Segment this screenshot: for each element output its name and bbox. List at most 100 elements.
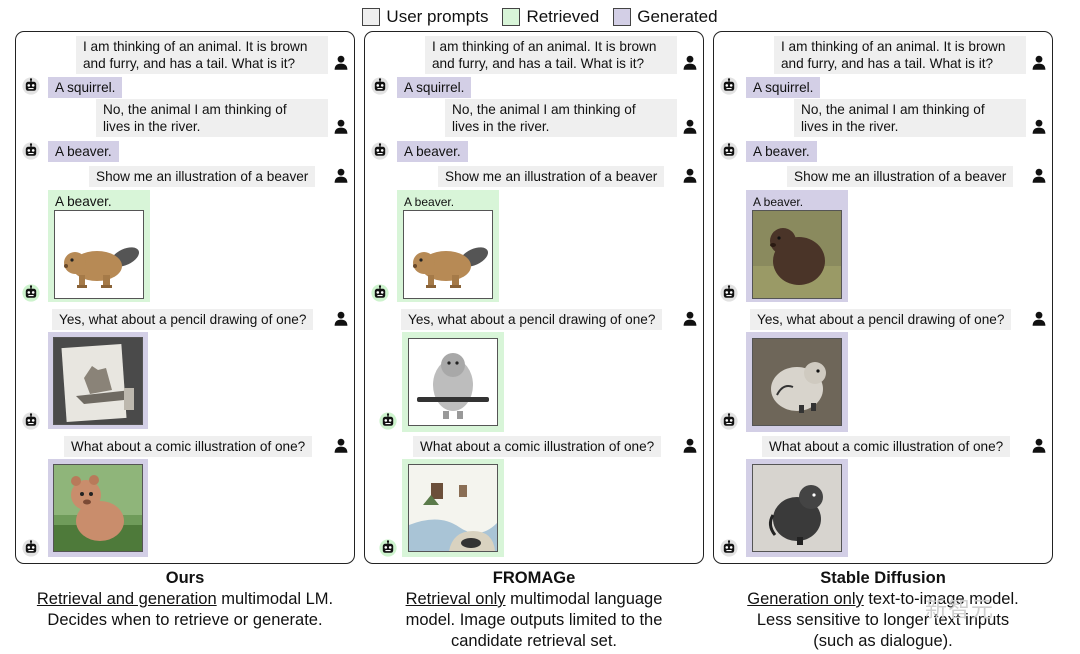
user-prompt-1: I am thinking of an animal. It is brown … xyxy=(76,36,328,74)
user-prompt-2-line2: lives in the river. xyxy=(452,119,550,134)
person-icon xyxy=(681,54,699,72)
caption-fromage-title: FROMAGe xyxy=(492,569,576,587)
beaver-cartoon-image xyxy=(403,210,493,299)
caption-fromage-rest: multimodal language xyxy=(505,590,663,608)
user-prompt-1-line1: I am thinking of an animal. It is brown xyxy=(83,39,308,54)
user-prompt-1: I am thinking of an animal. It is brown … xyxy=(425,36,677,74)
legend-generated: Generated xyxy=(613,7,718,27)
panel-ours: I am thinking of an animal. It is brown … xyxy=(15,31,355,564)
legend-retrieved: Retrieved xyxy=(502,7,599,27)
caption-ours-title: Ours xyxy=(165,569,205,587)
user-prompt-3: Show me an illustration of a beaver xyxy=(89,166,316,187)
user-prompt-1-line2: and furry, and has a tail. What is it? xyxy=(781,56,994,71)
bot-reply-2: A beaver. xyxy=(397,141,468,162)
robot-icon xyxy=(720,412,738,430)
robot-icon-green xyxy=(22,284,40,302)
retrieved-image-beaver: A beaver. xyxy=(397,190,499,302)
image-caption: A beaver. xyxy=(55,194,112,209)
beaver-cartoon-image xyxy=(54,210,144,299)
caption-sd-underlined: Generation only xyxy=(747,590,864,608)
comic-illustration-image xyxy=(53,464,143,552)
robot-icon-green xyxy=(371,284,389,302)
user-prompt-1: I am thinking of an animal. It is brown … xyxy=(774,36,1026,74)
caption-stable-diffusion: Stable Diffusion Generation only text-to… xyxy=(713,568,1053,652)
legend-user-label: User prompts xyxy=(386,7,489,26)
watermark: 新智元 xyxy=(925,597,995,622)
user-prompt-1-line2: and furry, and has a tail. What is it? xyxy=(83,56,296,71)
generated-image-comic xyxy=(48,459,148,557)
comic-illustration-image xyxy=(752,464,842,552)
robot-icon xyxy=(720,284,738,302)
user-prompt-2-line2: lives in the river. xyxy=(103,119,201,134)
person-icon xyxy=(1030,437,1048,455)
bot-reply-2: A beaver. xyxy=(746,141,817,162)
user-prompt-1-line1: I am thinking of an animal. It is brown xyxy=(432,39,657,54)
caption-ours-line2: Decides when to retrieve or generate. xyxy=(47,611,323,629)
bot-reply-1: A squirrel. xyxy=(746,77,821,98)
retrieved-image-pencil xyxy=(402,332,504,432)
panel-stable-diffusion: I am thinking of an animal. It is brown … xyxy=(713,31,1053,564)
caption-fromage: FROMAGe Retrieval only multimodal langua… xyxy=(364,568,704,652)
user-prompt-5: What about a comic illustration of one? xyxy=(64,436,313,457)
legend-retrieved-swatch xyxy=(502,8,521,26)
caption-ours-underlined: Retrieval and generation xyxy=(36,590,217,608)
legend-user-swatch xyxy=(362,8,381,26)
robot-icon xyxy=(720,142,738,160)
robot-icon-green xyxy=(379,539,397,557)
robot-icon xyxy=(22,142,40,160)
person-icon xyxy=(1030,118,1048,136)
panel-fromage: I am thinking of an animal. It is brown … xyxy=(364,31,704,564)
legend-generated-label: Generated xyxy=(637,7,718,26)
image-caption: A beaver. xyxy=(753,195,804,209)
person-icon xyxy=(332,310,350,328)
caption-ours-line1: Retrieval and generation multimodal LM. xyxy=(15,589,355,610)
pencil-drawing-image xyxy=(53,337,143,425)
caption-sd-line1: Generation only text-to-image model. xyxy=(713,589,1053,610)
person-icon xyxy=(681,167,699,185)
user-prompt-2-line1: No, the animal I am thinking of xyxy=(103,102,287,117)
person-icon xyxy=(332,54,350,72)
generated-image-beaver: A beaver. xyxy=(746,190,848,302)
legend-retrieved-label: Retrieved xyxy=(526,7,600,26)
caption-sd-title: Stable Diffusion xyxy=(820,569,946,587)
beaver-photo-image xyxy=(752,210,842,299)
user-prompt-4: Yes, what about a pencil drawing of one? xyxy=(750,309,1012,330)
person-icon xyxy=(332,437,350,455)
caption-sd-line2: Less sensitive to longer text inputs xyxy=(756,611,1010,629)
generated-image-comic xyxy=(746,459,848,557)
pencil-drawing-image xyxy=(408,338,498,426)
legend-generated-swatch xyxy=(613,8,632,26)
caption-fromage-line2: model. Image outputs limited to the xyxy=(405,611,663,629)
person-icon xyxy=(1030,54,1048,72)
person-icon xyxy=(332,118,350,136)
caption-sd-line3: (such as dialogue). xyxy=(813,632,953,650)
user-prompt-2-line2: lives in the river. xyxy=(801,119,899,134)
user-prompt-2-line1: No, the animal I am thinking of xyxy=(452,102,636,117)
user-prompt-1-line1: I am thinking of an animal. It is brown xyxy=(781,39,1006,54)
user-prompt-3: Show me an illustration of a beaver xyxy=(787,166,1014,187)
legend-user: User prompts xyxy=(362,7,488,27)
image-caption: A beaver. xyxy=(404,195,455,209)
user-prompt-5: What about a comic illustration of one? xyxy=(413,436,662,457)
user-prompt-4: Yes, what about a pencil drawing of one? xyxy=(52,309,314,330)
comic-illustration-image xyxy=(408,464,498,552)
pencil-drawing-image xyxy=(752,338,842,426)
person-icon xyxy=(681,437,699,455)
person-icon xyxy=(681,310,699,328)
user-prompt-4: Yes, what about a pencil drawing of one? xyxy=(401,309,663,330)
robot-icon xyxy=(22,539,40,557)
person-icon xyxy=(1030,167,1048,185)
robot-icon xyxy=(371,77,389,95)
bot-reply-2: A beaver. xyxy=(48,141,119,162)
generated-image-pencil xyxy=(48,332,148,429)
legend: User prompts Retrieved Generated xyxy=(0,5,1080,29)
robot-icon xyxy=(720,77,738,95)
generated-image-pencil xyxy=(746,332,848,432)
user-prompt-1-line2: and furry, and has a tail. What is it? xyxy=(432,56,645,71)
user-prompt-2-line1: No, the animal I am thinking of xyxy=(801,102,985,117)
robot-icon xyxy=(371,142,389,160)
person-icon xyxy=(1030,310,1048,328)
caption-ours: Ours Retrieval and generation multimodal… xyxy=(15,568,355,631)
robot-icon xyxy=(22,77,40,95)
caption-ours-rest: multimodal LM. xyxy=(216,590,334,608)
